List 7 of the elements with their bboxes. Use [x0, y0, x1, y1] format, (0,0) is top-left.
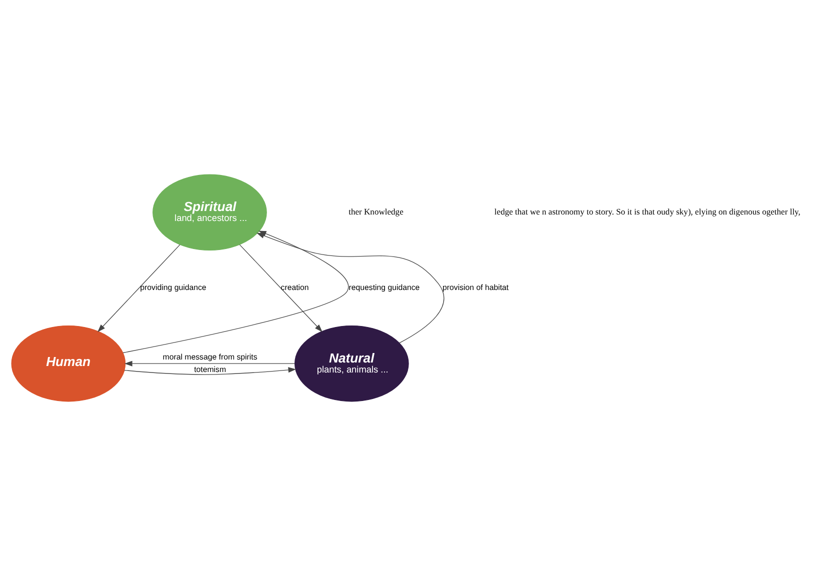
label: ledge that we n astronomy to story. So it is that oudy sky), elying on digenous ogether lly,	[494, 206, 800, 216]
arrow	[239, 244, 322, 332]
arrow	[124, 360, 296, 366]
arrow	[124, 366, 296, 374]
arrow	[256, 232, 444, 343]
arrow	[98, 244, 180, 332]
label: ther Knowledge	[348, 206, 404, 216]
